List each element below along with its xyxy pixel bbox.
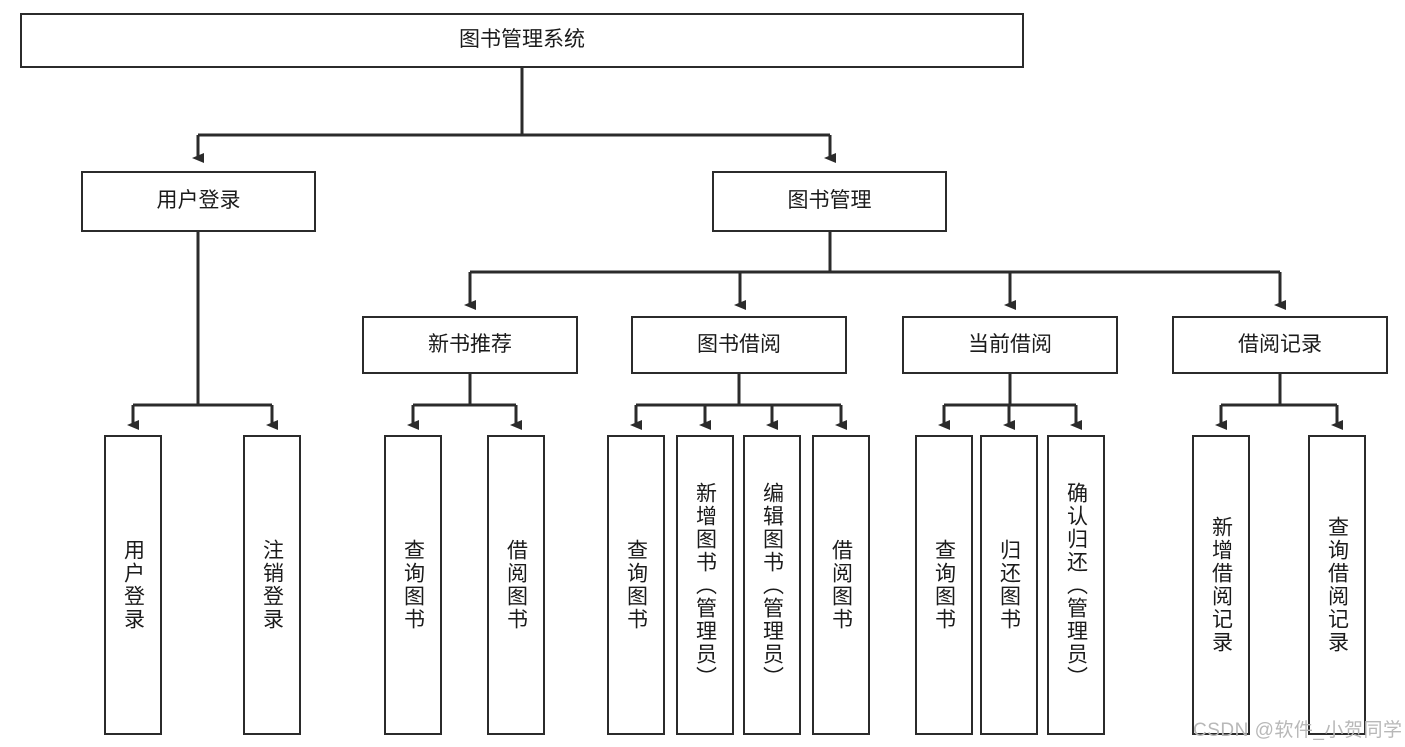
node-book-management[interactable]: 图书管理 [712, 171, 947, 232]
leaf-user-logout[interactable]: 注销登录 [243, 435, 301, 735]
leaf-return-book[interactable]: 归还图书 [980, 435, 1038, 735]
node-label: 确认归还（管理员） [1064, 481, 1088, 689]
csdn-watermark: CSDN @软件_小贺同学 [1193, 720, 1403, 741]
node-root-library-system[interactable]: 图书管理系统 [20, 13, 1024, 68]
node-label: 新书推荐 [428, 332, 512, 356]
node-label: 查询图书 [932, 539, 956, 631]
leaf-user-login[interactable]: 用户登录 [104, 435, 162, 735]
node-current-borrow[interactable]: 当前借阅 [902, 316, 1118, 374]
node-label: 注销登录 [260, 539, 284, 631]
node-borrow-records[interactable]: 借阅记录 [1172, 316, 1388, 374]
node-label: 查询图书 [624, 539, 648, 631]
node-label: 图书管理系统 [459, 28, 585, 52]
node-label: 图书借阅 [697, 332, 781, 356]
leaf-borrow-book[interactable]: 借阅图书 [812, 435, 870, 735]
node-label: 编辑图书（管理员） [760, 481, 784, 689]
node-label: 新增借阅记录 [1209, 516, 1233, 654]
node-label: 新增图书（管理员） [693, 481, 717, 689]
node-label: 查询借阅记录 [1325, 516, 1349, 654]
node-label: 借阅图书 [504, 539, 528, 631]
node-label: 当前借阅 [968, 332, 1052, 356]
node-label: 归还图书 [997, 539, 1021, 631]
node-new-book-recommend[interactable]: 新书推荐 [362, 316, 578, 374]
leaf-query-book-borrow[interactable]: 查询图书 [607, 435, 665, 735]
node-book-borrow[interactable]: 图书借阅 [631, 316, 847, 374]
leaf-query-book-recommend[interactable]: 查询图书 [384, 435, 442, 735]
leaf-borrow-book-recommend[interactable]: 借阅图书 [487, 435, 545, 735]
node-label: 借阅图书 [829, 539, 853, 631]
leaf-add-borrow-record[interactable]: 新增借阅记录 [1192, 435, 1250, 735]
leaf-confirm-return-admin[interactable]: 确认归还（管理员） [1047, 435, 1105, 735]
node-label: 用户登录 [121, 539, 145, 631]
leaf-query-borrow-record[interactable]: 查询借阅记录 [1308, 435, 1366, 735]
leaf-query-book-current[interactable]: 查询图书 [915, 435, 973, 735]
leaf-add-book-admin[interactable]: 新增图书（管理员） [676, 435, 734, 735]
node-label: 查询图书 [401, 539, 425, 631]
node-user-login[interactable]: 用户登录 [81, 171, 316, 232]
leaf-edit-book-admin[interactable]: 编辑图书（管理员） [743, 435, 801, 735]
node-label: 用户登录 [156, 189, 241, 213]
node-label: 借阅记录 [1238, 332, 1322, 356]
node-label: 图书管理 [787, 189, 872, 213]
